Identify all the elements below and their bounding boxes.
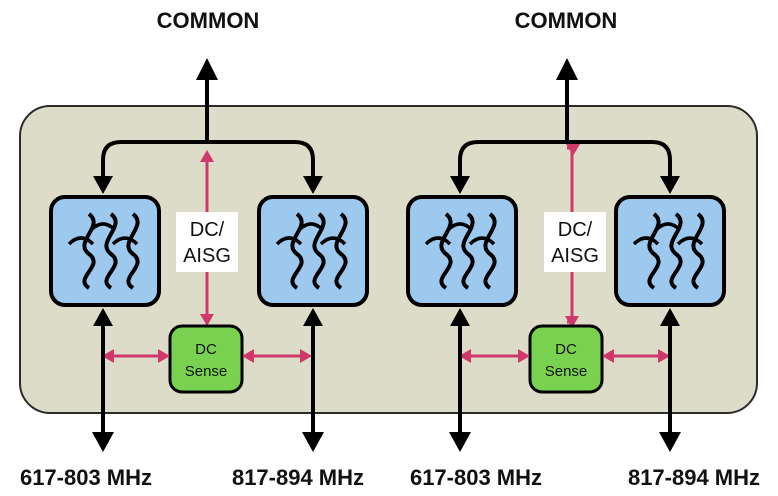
dc-sense-label-right-line2: Sense: [545, 363, 588, 380]
arrow-head: [303, 176, 323, 194]
arrow-head: [93, 176, 113, 194]
arrow-head: [602, 349, 614, 363]
dc-aisg-label-right-line2: AISG: [551, 245, 599, 267]
arrow-head: [242, 349, 254, 363]
dc-sense-label-right-line1: DC: [555, 341, 577, 358]
arrow-head: [158, 349, 170, 363]
arrow-head: [449, 432, 471, 452]
port-label-1: 617-803 MHz: [20, 465, 152, 490]
filter-box-4: [614, 195, 726, 307]
filter-box-1: [49, 195, 161, 307]
arrow-head: [302, 432, 324, 452]
dc-aisg-label-right-line1: DC/: [558, 219, 593, 241]
arrow-head: [93, 308, 113, 326]
arrow-head: [303, 308, 323, 326]
dc-aisg-label-bg-right: [544, 212, 606, 272]
filter-box-3: [406, 195, 518, 307]
arrow-head: [450, 176, 470, 194]
arrow-head: [450, 308, 470, 326]
arrow-head: [200, 314, 214, 326]
arrow-head: [660, 308, 680, 326]
arrow-head: [92, 432, 114, 452]
port-label-3: 617-803 MHz: [410, 465, 542, 490]
arrow-head: [659, 432, 681, 452]
dc-sense-box-right: [528, 324, 604, 394]
dc-aisg-label-left-line1: DC/: [190, 219, 225, 241]
dc-sense-box-left: [168, 324, 244, 394]
arrow-head: [660, 176, 680, 194]
arrow-head: [658, 349, 670, 363]
dc-sense-label-left-line2: Sense: [185, 363, 228, 380]
split-line-right: [458, 140, 672, 185]
arrow-head: [566, 144, 580, 156]
split-line-left: [101, 140, 315, 185]
dc-aisg-label-left-line2: AISG: [183, 245, 231, 267]
arrow-head: [200, 150, 214, 162]
dc-aisg-label-bg-left: [176, 212, 238, 272]
arrow-head: [459, 349, 471, 363]
arrow-head: [300, 349, 312, 363]
arrow-head: [565, 316, 579, 328]
common-label-left: COMMON: [157, 8, 260, 33]
filter-box-2: [257, 195, 369, 307]
common-label-right: COMMON: [515, 8, 618, 33]
port-label-2: 817-894 MHz: [232, 465, 364, 490]
arrow-head: [102, 349, 114, 363]
port-label-4: 817-894 MHz: [628, 465, 760, 490]
arrow-head: [518, 349, 530, 363]
dc-sense-label-left-line1: DC: [195, 341, 217, 358]
